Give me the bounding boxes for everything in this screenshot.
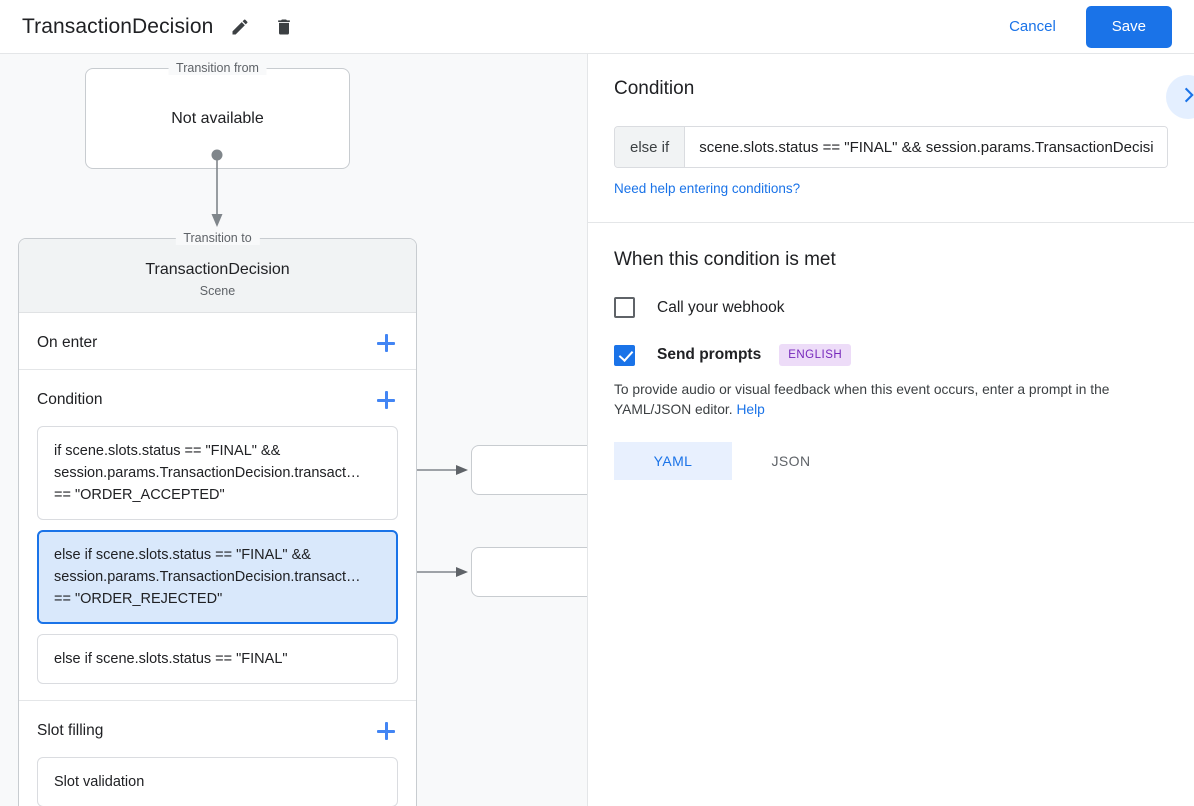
section-on-enter: On enter — [19, 313, 416, 370]
section-title-slot-filling: Slot filling — [37, 722, 104, 739]
save-button[interactable]: Save — [1085, 5, 1172, 48]
editor-format-tabs: YAML JSON — [614, 442, 1168, 480]
scene-graph-canvas[interactable]: Transition from Not available Transition… — [0, 54, 587, 806]
header-actions: Cancel Save — [995, 5, 1194, 48]
condition-card-accepted[interactable]: if scene.slots.status == "FINAL" && sess… — [37, 426, 398, 520]
transition-from-node[interactable]: Transition from Not available — [85, 61, 350, 169]
condition-line: session.params.TransactionDecision.trans… — [54, 569, 361, 585]
section-header: Condition — [19, 370, 416, 426]
transition-from-value: Not available — [171, 109, 264, 127]
graph-node-accepted[interactable] — [471, 445, 587, 495]
condition-expression-input[interactable] — [685, 127, 1167, 167]
page-title: TransactionDecision — [22, 14, 214, 38]
condition-help-link[interactable]: Need help entering conditions? — [614, 181, 801, 196]
prompts-help-link[interactable]: Help — [736, 402, 765, 417]
call-webhook-checkbox[interactable] — [614, 297, 635, 318]
transition-to-legend: Transition to — [175, 231, 260, 245]
add-slot-filling-button[interactable] — [374, 719, 398, 743]
condition-card-rejected[interactable]: else if scene.slots.status == "FINAL" &&… — [37, 530, 398, 624]
condition-detail-panel: Condition else if Need help entering con… — [587, 54, 1194, 806]
edit-name-button[interactable] — [223, 10, 257, 44]
send-prompts-row: Send prompts ENGLISH — [614, 344, 1168, 366]
slot-validation-card[interactable]: Slot validation — [37, 757, 398, 806]
section-header: On enter — [19, 313, 416, 369]
condition-line: else if scene.slots.status == "FINAL" — [54, 651, 288, 667]
condition-prefix-label: else if — [615, 127, 686, 167]
send-prompts-description-text: To provide audio or visual feedback when… — [614, 382, 1110, 417]
delete-button[interactable] — [267, 10, 301, 44]
condition-line: session.params.TransactionDecision.trans… — [54, 465, 361, 481]
section-title-condition: Condition — [37, 391, 103, 408]
webhook-row: Call your webhook — [614, 297, 1168, 318]
condition-input-row[interactable]: else if — [614, 126, 1168, 168]
send-prompts-label: Send prompts — [657, 346, 762, 363]
trash-icon — [274, 17, 294, 37]
app-header: TransactionDecision Cancel Save — [0, 0, 1194, 54]
section-condition: Condition if scene.slots.status == "FINA… — [19, 370, 416, 701]
tab-yaml[interactable]: YAML — [614, 442, 732, 480]
transition-from-legend: Transition from — [168, 61, 267, 75]
when-condition-met-title: When this condition is met — [614, 249, 836, 270]
scene-card[interactable]: Transition to TransactionDecision Scene … — [18, 231, 417, 806]
condition-list: if scene.slots.status == "FINAL" && sess… — [19, 426, 416, 700]
section-title-on-enter: On enter — [37, 334, 98, 351]
cancel-button[interactable]: Cancel — [995, 9, 1070, 44]
language-badge: ENGLISH — [779, 344, 852, 366]
panel-body: When this condition is met Call your web… — [588, 223, 1194, 480]
panel-divider — [588, 222, 1194, 223]
chevron-right-icon — [1177, 84, 1194, 111]
slot-validation-label: Slot validation — [54, 774, 145, 790]
call-webhook-label: Call your webhook — [657, 298, 785, 316]
scene-card-header: Transition to TransactionDecision Scene — [19, 231, 416, 313]
graph-node-rejected[interactable] — [471, 547, 587, 597]
section-header: Slot filling — [19, 701, 416, 757]
tab-json[interactable]: JSON — [771, 453, 811, 469]
panel-title: Condition — [614, 78, 695, 99]
scene-name: TransactionDecision — [145, 261, 290, 278]
condition-line: == "ORDER_ACCEPTED" — [54, 487, 225, 503]
scene-type: Scene — [199, 284, 236, 298]
panel-header: Condition else if Need help entering con… — [588, 54, 1194, 198]
condition-card-final[interactable]: else if scene.slots.status == "FINAL" — [37, 634, 398, 684]
send-prompts-description: To provide audio or visual feedback when… — [614, 380, 1168, 420]
condition-line: else if scene.slots.status == "FINAL" && — [54, 547, 311, 563]
section-slot-filling: Slot filling Slot validation — [19, 701, 416, 806]
condition-line: if scene.slots.status == "FINAL" && — [54, 443, 281, 459]
slot-filling-list: Slot validation — [19, 757, 416, 806]
send-prompts-checkbox[interactable] — [614, 344, 635, 366]
collapse-panel-button[interactable] — [1166, 75, 1194, 119]
pencil-icon — [230, 17, 250, 37]
add-on-enter-button[interactable] — [374, 331, 398, 355]
add-condition-button[interactable] — [374, 388, 398, 412]
condition-line: == "ORDER_REJECTED" — [54, 591, 223, 607]
